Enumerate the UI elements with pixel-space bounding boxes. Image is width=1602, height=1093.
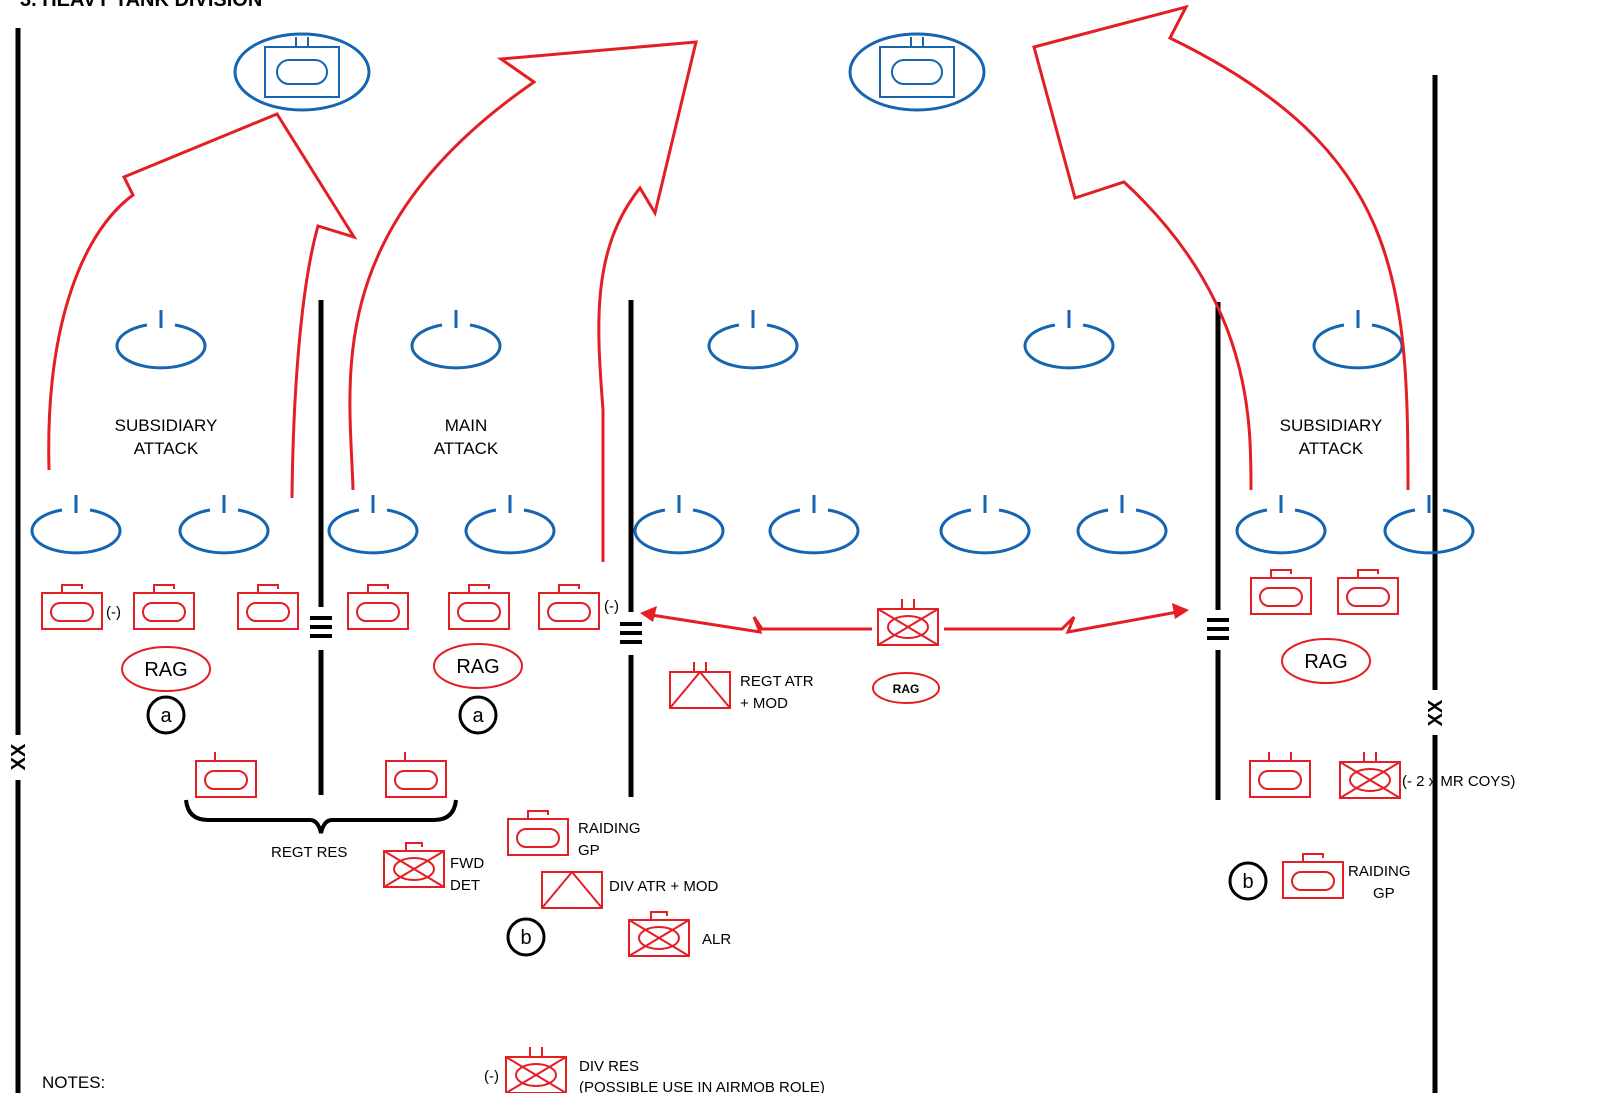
raiding-gp-label: RAIDING — [578, 820, 641, 837]
div-res-label: DIV RES — [579, 1058, 639, 1075]
right-division-boundary: XX — [1425, 75, 1447, 1093]
tank-unit-icon — [195, 760, 257, 798]
enemy-position-icon — [1235, 493, 1327, 555]
enemy-position-icon — [768, 493, 860, 555]
enemy-position-icon — [633, 493, 725, 555]
regt-boundary-2 — [620, 300, 642, 797]
svg-text:b: b — [520, 927, 531, 949]
boundary-label-left: XX — [8, 743, 30, 770]
rag-div-label: RAG — [893, 682, 920, 696]
div-res-icon — [505, 1046, 567, 1093]
tank-unit-icon — [1249, 760, 1311, 798]
regt-atr-icon — [669, 661, 731, 709]
arrowhead-left — [640, 606, 657, 622]
enemy-position-icon — [1383, 493, 1475, 555]
regt-boundary-3 — [1207, 302, 1229, 800]
enemy-tank-position-right — [848, 32, 986, 112]
regt-atr-label: REGT ATR — [740, 673, 814, 690]
enemy-position-icon — [464, 493, 556, 555]
rag-right-label: RAG — [1304, 651, 1347, 673]
note-marker-b-right: b — [1228, 861, 1268, 901]
rag-right: RAG — [1281, 638, 1371, 684]
enemy-tank-position-left — [233, 32, 371, 112]
boundary-label-right: XX — [1425, 699, 1447, 726]
fwd-det-icon — [383, 842, 445, 888]
alr-icon — [628, 911, 690, 957]
minus-label: (-) — [106, 604, 121, 621]
tank-unit-icon — [133, 584, 195, 630]
left-division-boundary: XX — [8, 28, 30, 1093]
label-subsidiary-attack-left-2: ATTACK — [134, 439, 199, 458]
svg-text:b: b — [1242, 871, 1253, 893]
arrowhead-right — [1172, 603, 1189, 619]
div-atr-icon — [541, 871, 603, 909]
raiding-gp-right-icon — [1282, 853, 1344, 899]
div-res-minus: (-) — [484, 1068, 499, 1085]
note-marker-a-left: a — [146, 695, 186, 735]
rag-main: RAG — [433, 643, 523, 689]
tank-unit-icon — [448, 584, 510, 630]
raiding-gp-icon — [507, 810, 569, 856]
div-res-label-2: (POSSIBLE USE IN AIRMOB ROLE) — [579, 1079, 825, 1093]
rag-div: RAG — [872, 672, 940, 704]
label-main-attack-2: ATTACK — [434, 439, 499, 458]
attack-arrow-main — [348, 40, 698, 562]
minus-label: (-) — [604, 598, 619, 615]
forward-detachment-icon — [877, 598, 939, 646]
tank-unit-icon — [538, 584, 600, 630]
enemy-position-icon — [115, 308, 207, 370]
enemy-position-icon — [327, 493, 419, 555]
diagram-title: 3. HEAVY TANK DIVISION — [20, 0, 262, 11]
enemy-position-icon — [178, 493, 270, 555]
raiding-gp-right-label: RAIDING — [1348, 863, 1411, 880]
enemy-position-icon — [1312, 308, 1404, 370]
label-subsidiary-attack-right-2: ATTACK — [1299, 439, 1364, 458]
lateral-arrow-right — [944, 609, 1184, 634]
raiding-gp-label-2: GP — [578, 842, 600, 859]
raiding-gp-right-label-2: GP — [1373, 885, 1395, 902]
regt-atr-label-2: + MOD — [740, 695, 788, 712]
alr-label: ALR — [702, 931, 731, 948]
rag-main-label: RAG — [456, 656, 499, 678]
label-subsidiary-attack-right: SUBSIDIARY — [1280, 416, 1383, 435]
mr-unit-icon — [1339, 751, 1401, 799]
svg-text:a: a — [472, 705, 484, 727]
regt-res-label: REGT RES — [271, 844, 347, 861]
enemy-position-icon — [410, 308, 502, 370]
svg-text:a: a — [160, 705, 172, 727]
fwd-det-label: FWD — [450, 855, 484, 872]
minus-2-mr-label: (- 2 x MR COYS) — [1402, 773, 1515, 790]
attack-arrow-subsidiary-left — [47, 112, 358, 499]
note-marker-b-center: b — [506, 917, 546, 957]
tank-unit-icon — [385, 760, 447, 798]
fwd-det-label-2: DET — [450, 877, 480, 894]
label-subsidiary-attack-left: SUBSIDIARY — [115, 416, 218, 435]
rag-left-label: RAG — [144, 659, 187, 681]
div-atr-label: DIV ATR + MOD — [609, 878, 718, 895]
rag-left: RAG — [121, 646, 211, 692]
enemy-position-icon — [707, 308, 799, 370]
label-main-attack: MAIN — [445, 416, 488, 435]
enemy-position-icon — [1076, 493, 1168, 555]
tank-unit-icon — [347, 584, 409, 630]
regt-res-brace — [184, 799, 458, 834]
tank-unit-icon — [1337, 569, 1399, 615]
lateral-arrow-left — [644, 612, 872, 634]
enemy-position-icon — [1023, 308, 1115, 370]
enemy-position-icon — [30, 493, 122, 555]
regt-boundary-1 — [310, 300, 332, 795]
tank-unit-icon — [41, 584, 103, 630]
enemy-position-icon — [939, 493, 1031, 555]
attack-arrow-subsidiary-right — [1032, 4, 1410, 491]
notes-heading: NOTES: — [42, 1073, 105, 1092]
tank-unit-icon — [1250, 569, 1312, 615]
tank-unit-icon — [237, 584, 299, 630]
note-marker-a-main: a — [458, 695, 498, 735]
